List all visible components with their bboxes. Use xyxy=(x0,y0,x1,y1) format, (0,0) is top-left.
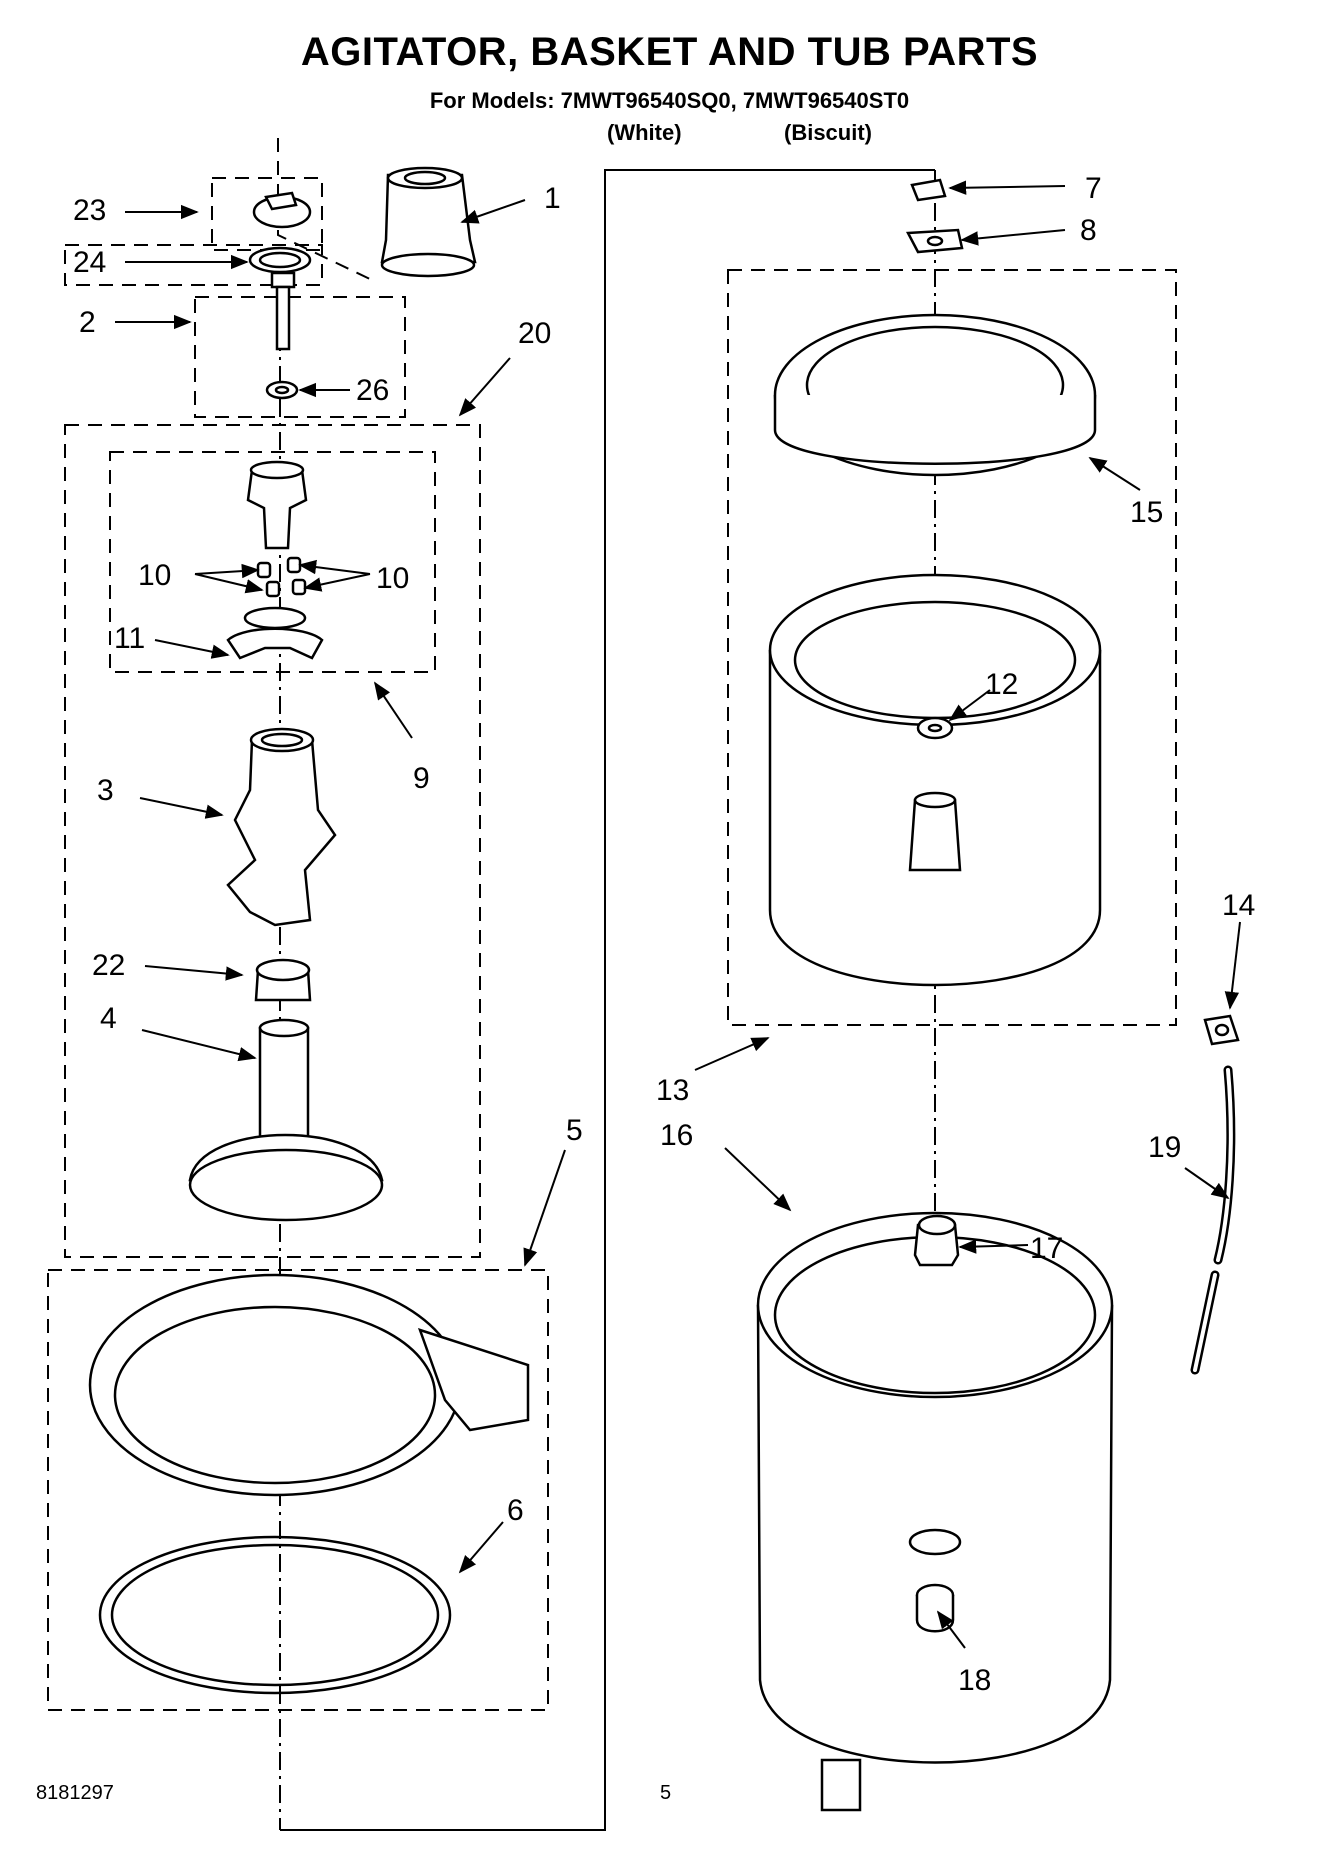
part-13-drawing xyxy=(768,573,1102,987)
leader-arrow-17 xyxy=(958,1239,1029,1254)
callout-9: 9 xyxy=(413,762,430,795)
part-26-drawing xyxy=(265,380,299,400)
part-7-drawing xyxy=(910,178,947,202)
leader-arrow-14 xyxy=(1224,921,1241,1010)
leader-arrow-22 xyxy=(144,965,244,981)
leader-arrow-6 xyxy=(458,1521,504,1574)
color-note-biscuit: (Biscuit) xyxy=(784,120,872,145)
part-5-drawing xyxy=(88,1273,530,1497)
callout-3: 3 xyxy=(97,774,114,807)
callout-2: 2 xyxy=(79,306,96,339)
part-9-drawing xyxy=(246,460,308,550)
leader-arrow-13 xyxy=(694,1037,770,1071)
callout-17: 17 xyxy=(1030,1232,1063,1265)
part-8-drawing xyxy=(905,228,964,254)
leader-arrow-12 xyxy=(948,689,991,722)
part-11-drawing xyxy=(226,606,324,660)
color-note-white: (White) xyxy=(607,120,682,145)
callout-7: 7 xyxy=(1085,172,1102,205)
callout-10-left: 10 xyxy=(138,559,171,592)
group-13-basket-box xyxy=(727,269,1177,1026)
callout-8: 8 xyxy=(1080,214,1097,247)
callout-10-right: 10 xyxy=(376,562,409,595)
part-4-drawing xyxy=(188,1018,384,1222)
leader-arrow-8 xyxy=(960,229,1066,246)
callout-24: 24 xyxy=(73,246,106,279)
leader-arrow-18 xyxy=(936,1610,966,1649)
leader-arrow-1 xyxy=(460,199,526,224)
callout-11: 11 xyxy=(114,622,145,655)
callout-18: 18 xyxy=(958,1664,991,1697)
callout-14: 14 xyxy=(1222,889,1255,922)
document-number: 8181297 xyxy=(36,1782,114,1804)
leader-arrow-11 xyxy=(154,639,230,659)
leader-arrow-19 xyxy=(1184,1167,1230,1200)
callout-22: 22 xyxy=(92,949,125,982)
part-1-drawing xyxy=(380,166,477,278)
leader-arrow-10a-1 xyxy=(194,563,260,579)
connector-line xyxy=(280,169,935,1831)
model-subtitle: For Models: 7MWT96540SQ0, 7MWT96540ST0 xyxy=(429,88,910,113)
part-2-drawing xyxy=(270,271,296,351)
callout-13: 13 xyxy=(656,1074,689,1107)
leader-arrow-7 xyxy=(948,180,1066,195)
part-3-drawing xyxy=(226,727,337,927)
leader-arrow-10b-1 xyxy=(298,559,371,575)
callout-16: 16 xyxy=(660,1119,693,1152)
callout-1: 1 xyxy=(544,182,561,215)
callout-26: 26 xyxy=(356,374,389,407)
part-12-drawing xyxy=(916,716,954,740)
callout-12: 12 xyxy=(985,668,1018,701)
callout-5: 5 xyxy=(566,1114,583,1147)
group-20-box xyxy=(64,424,481,1258)
leader-arrow-5 xyxy=(523,1149,566,1267)
part-6-drawing xyxy=(98,1535,452,1695)
group-2-26-box xyxy=(194,296,406,418)
leader-arrow-4 xyxy=(141,1029,257,1062)
group-5-6-box xyxy=(47,1269,549,1711)
leader-arrow-15 xyxy=(1088,457,1141,491)
part-17-drawing xyxy=(913,1214,960,1267)
part-10-clips-drawing xyxy=(256,556,307,598)
part-14-drawing xyxy=(1203,1014,1240,1046)
callout-15: 15 xyxy=(1130,496,1163,529)
part-16-drawing xyxy=(756,1211,1114,1812)
leader-1-dash xyxy=(277,138,373,281)
part-22-drawing xyxy=(254,958,312,1002)
leader-arrow-10a-2 xyxy=(194,573,264,594)
leader-arrow-9 xyxy=(373,681,413,739)
leader-arrow-10b-2 xyxy=(303,573,371,592)
part-15-drawing xyxy=(773,313,1097,477)
leader-arrow-16 xyxy=(724,1147,792,1212)
callout-19: 19 xyxy=(1148,1131,1181,1164)
callout-23: 23 xyxy=(73,194,106,227)
part-23-drawing xyxy=(252,191,312,229)
leader-arrow-3 xyxy=(139,797,224,819)
group-9-box xyxy=(109,451,436,673)
callout-4: 4 xyxy=(100,1002,117,1035)
part-18-drawing xyxy=(908,1528,962,1633)
page-title: AGITATOR, BASKET AND TUB PARTS xyxy=(300,30,1039,74)
page-number: 5 xyxy=(660,1782,672,1804)
callout-20: 20 xyxy=(518,317,551,350)
group-24-box xyxy=(64,244,323,286)
callout-6: 6 xyxy=(507,1494,524,1527)
leader-arrow-20 xyxy=(458,357,511,417)
